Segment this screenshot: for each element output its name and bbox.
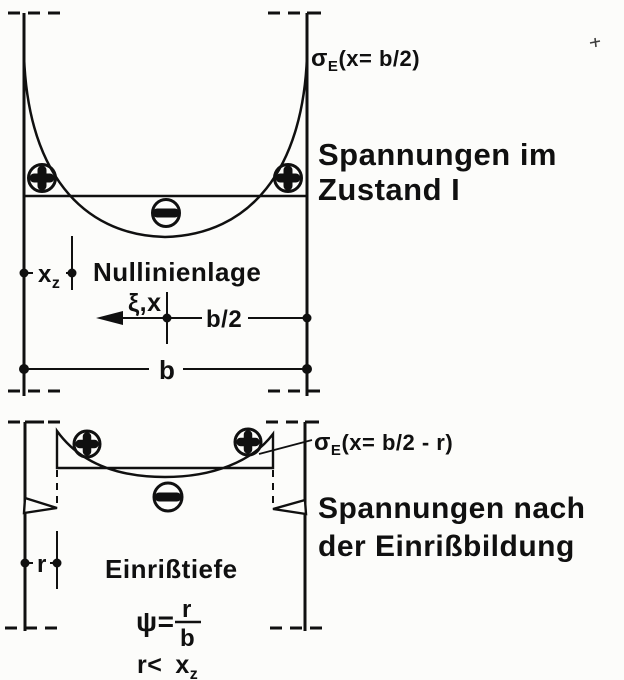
coordinate-axis: ξ,x b/2 [96, 289, 312, 344]
figure-caption-line2: Zustand I [318, 172, 460, 207]
edge-stress-label: σE(x= b/2 - r) [314, 429, 453, 459]
crack-depth-dimension: r [20, 531, 62, 589]
crack-notch-right-icon [272, 498, 308, 516]
plus-sign-icon [233, 427, 263, 457]
axis-label: ξ,x [128, 289, 161, 317]
plus-sign-icon [27, 163, 57, 193]
width-label: b [159, 355, 175, 385]
minus-sign-icon [152, 481, 184, 513]
neutral-axis-depth-dimension: xz [19, 236, 77, 292]
psi-lhs: ψ= [136, 606, 174, 637]
half-width-label: b/2 [206, 306, 242, 333]
r-dimension-label: r [37, 551, 47, 578]
neutral-axis-caption: Nullinienlage [93, 257, 261, 287]
plus-sign-icon [273, 163, 303, 193]
callout-line [258, 439, 313, 455]
figure-caption-line1: Spannungen im [318, 137, 557, 172]
figure-caption-line1: Spannungen nach [318, 492, 586, 525]
fraction-denominator: b [180, 625, 195, 652]
plus-sign-icon [72, 429, 102, 459]
stray-plus-mark [589, 37, 601, 48]
crack-notch-left-icon [22, 496, 58, 515]
axis-arrowhead-icon [96, 311, 123, 325]
edge-stress-label: σE(x= b/2) [311, 45, 420, 75]
xz-dimension-label: xz [38, 261, 60, 292]
figure-caption-line2: der Einrißbildung [318, 530, 575, 563]
crack-depth-caption: Einrißtiefe [105, 554, 238, 584]
fraction-numerator: r [182, 596, 192, 623]
width-dimension: b [19, 351, 312, 385]
condition-label: r<xz [137, 651, 198, 680]
state1-diagram: xz ξ,x b/2 b Nullinienlage σE(x= b/2) Sp… [8, 11, 557, 396]
cracked-state-diagram: σE(x= b/2 - r) r Einrißtiefe ψ= r b r<xz… [5, 420, 586, 680]
psi-equation: ψ= r b [136, 596, 201, 652]
minus-sign-icon [151, 198, 181, 228]
stress-curve-state1 [22, 55, 309, 239]
